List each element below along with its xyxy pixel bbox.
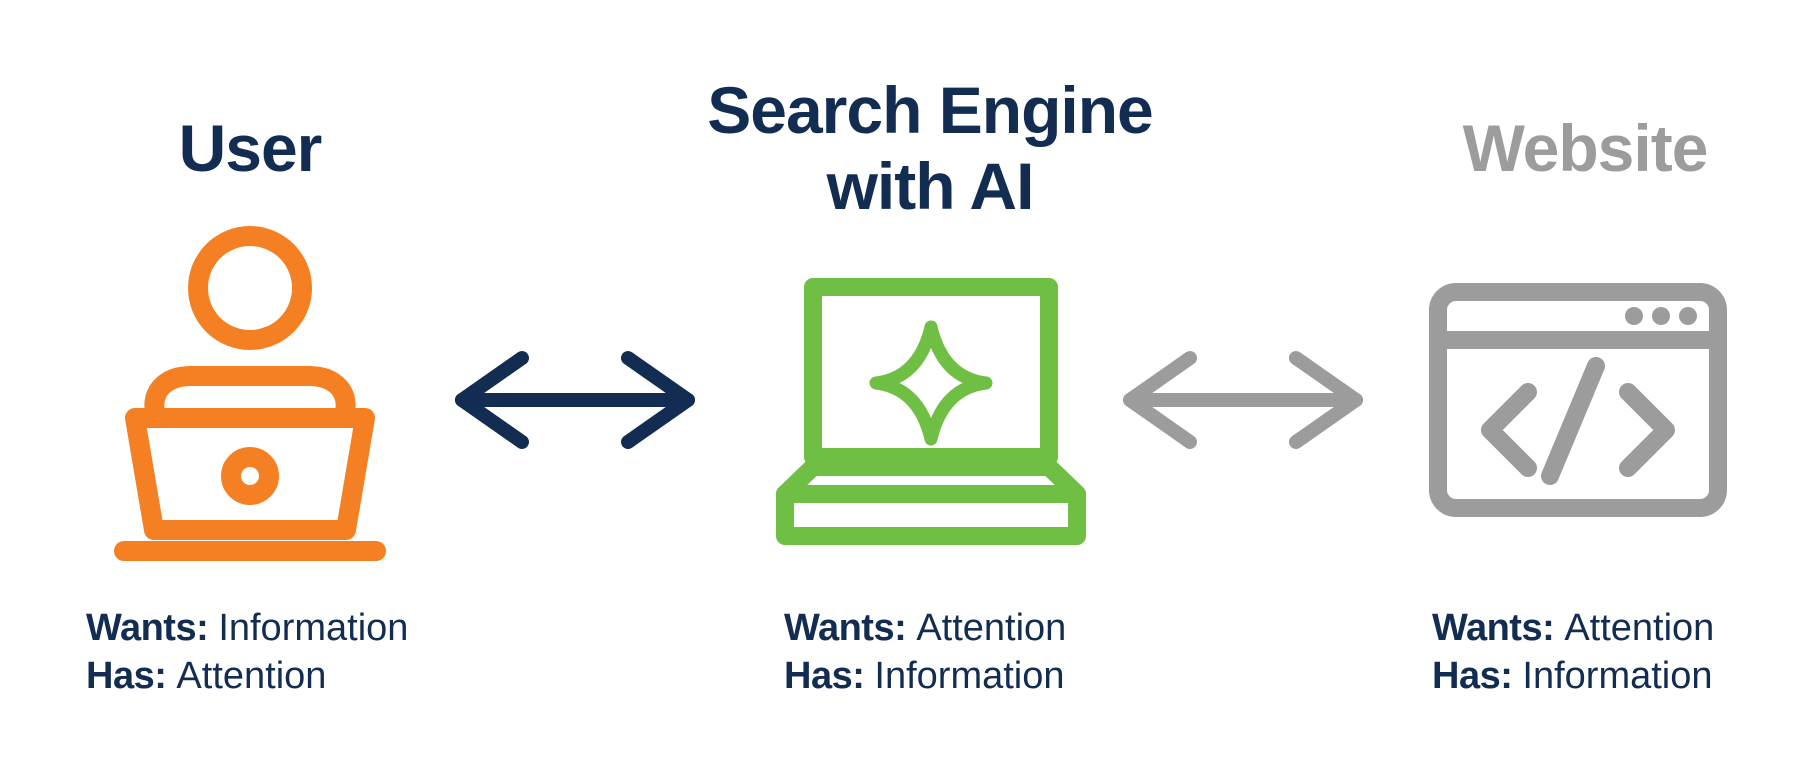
website-title: Website bbox=[1462, 111, 1709, 185]
wants-label: Wants: bbox=[784, 607, 917, 649]
user-title: User bbox=[178, 111, 323, 185]
search-engine-title: Search Engine with AI bbox=[650, 72, 1210, 224]
search-engine-title-line1: Search Engine bbox=[707, 73, 1154, 147]
engine-has-row: Has: Information bbox=[784, 652, 1066, 700]
wants-value: Attention bbox=[1564, 607, 1715, 649]
search-engine-info: Wants: Attention Has: Information bbox=[784, 604, 1066, 700]
laptop-ai-sparkle-icon bbox=[776, 278, 1086, 545]
wants-value: Information bbox=[218, 607, 409, 649]
has-label: Has: bbox=[784, 655, 875, 697]
user-has-row: Has: Attention bbox=[86, 652, 408, 700]
user-wants-row: Wants: Information bbox=[86, 604, 408, 652]
has-value: Attention bbox=[176, 655, 327, 697]
website-has-row: Has: Information bbox=[1432, 652, 1714, 700]
has-value: Information bbox=[1522, 655, 1713, 697]
website-wants-row: Wants: Attention bbox=[1432, 604, 1714, 652]
search-engine-title-line2: with AI bbox=[826, 149, 1035, 223]
double-arrow-icon bbox=[1123, 351, 1363, 449]
user-at-laptop-icon bbox=[114, 226, 386, 561]
has-label: Has: bbox=[1432, 655, 1523, 697]
engine-wants-row: Wants: Attention bbox=[784, 604, 1066, 652]
wants-label: Wants: bbox=[86, 607, 219, 649]
has-label: Has: bbox=[86, 655, 177, 697]
browser-code-icon bbox=[1429, 283, 1727, 517]
double-arrow-icon bbox=[455, 351, 695, 449]
wants-value: Attention bbox=[916, 607, 1067, 649]
website-info: Wants: Attention Has: Information bbox=[1432, 604, 1714, 700]
wants-label: Wants: bbox=[1432, 607, 1565, 649]
has-value: Information bbox=[874, 655, 1065, 697]
user-info: Wants: Information Has: Attention bbox=[86, 604, 408, 700]
